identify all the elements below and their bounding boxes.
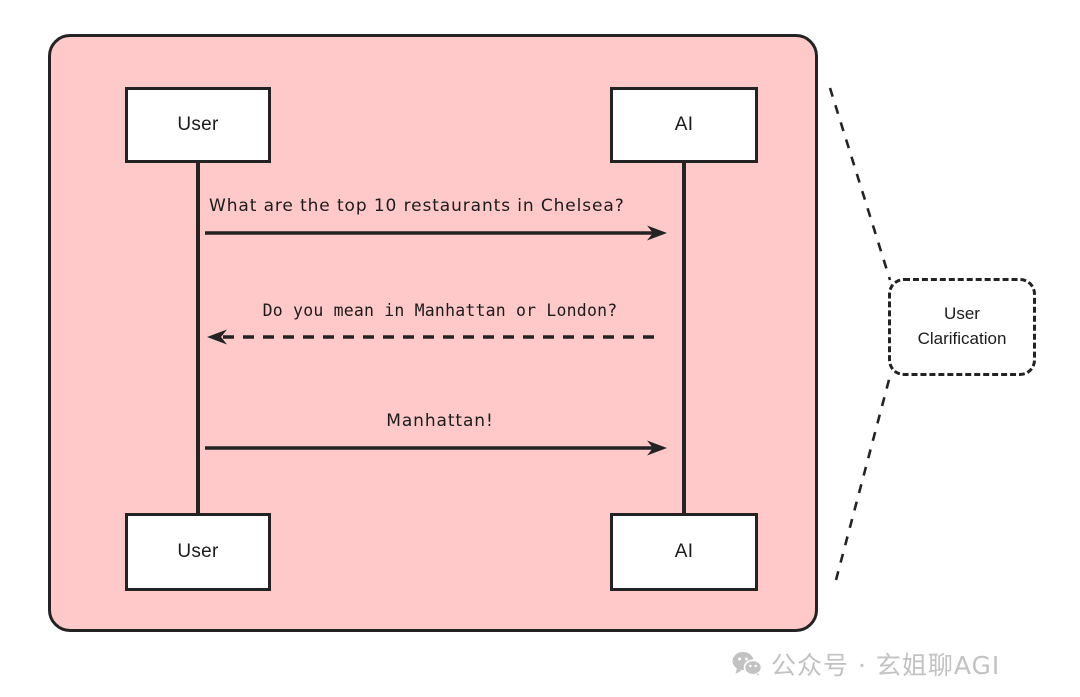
participant-box-user-bottom[interactable]: User xyxy=(125,513,271,591)
annotation-note-user-clarification[interactable]: User Clarification xyxy=(888,278,1036,376)
participant-box-ai-bottom[interactable]: AI xyxy=(610,513,758,591)
wechat-icon xyxy=(732,652,762,677)
message-1-arrow xyxy=(205,225,667,241)
annotation-note-line-1: User xyxy=(944,304,980,324)
message-3-label: Manhattan! xyxy=(386,411,494,431)
lifeline-user xyxy=(196,161,200,515)
leader-line-bottom xyxy=(834,375,892,581)
watermark-text: 公众号 · 玄姐聊AGI xyxy=(771,651,1001,680)
message-1-label: What are the top 10 restaurants in Chels… xyxy=(209,196,625,216)
leader-line-top xyxy=(828,87,892,281)
annotation-note-line-2: Clarification xyxy=(917,329,1007,348)
sequence-diagram-frame: User AI User AI What are the top 10 rest… xyxy=(48,34,818,632)
participant-box-ai-top[interactable]: AI xyxy=(610,87,758,163)
participant-label-ai-top: AI xyxy=(674,114,694,135)
lifeline-ai xyxy=(682,161,686,515)
message-2-arrow xyxy=(207,329,663,345)
message-3-arrow xyxy=(205,440,667,456)
participant-box-user-top[interactable]: User xyxy=(125,87,271,163)
watermark: 公众号 · 玄姐聊AGI xyxy=(732,646,1000,682)
participant-label-user-bottom: User xyxy=(177,541,219,562)
message-2: Do you mean in Manhattan or London? xyxy=(205,301,675,346)
participant-label-user-top: User xyxy=(177,114,219,135)
message-3: Manhattan! xyxy=(205,412,675,457)
message-1: What are the top 10 restaurants in Chels… xyxy=(205,197,675,242)
participant-label-ai-bottom: AI xyxy=(674,541,694,562)
message-2-label: Do you mean in Manhattan or London? xyxy=(262,301,618,320)
